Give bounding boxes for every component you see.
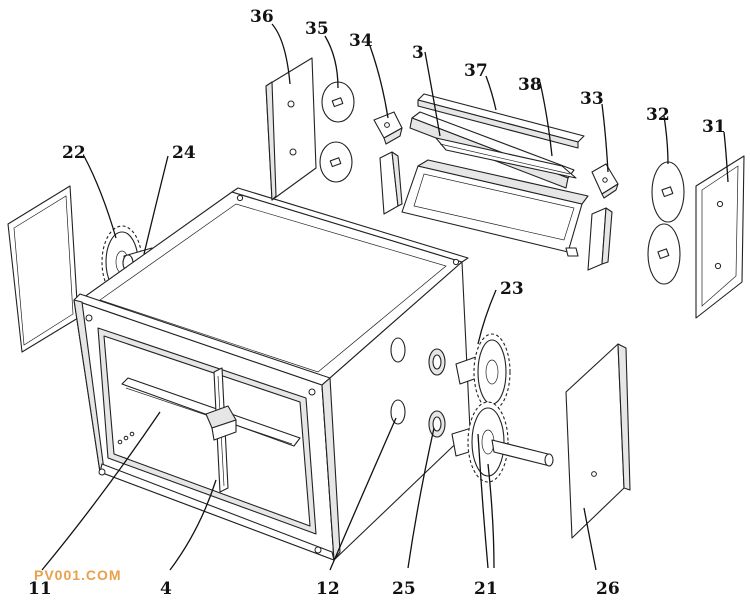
leader-34 [369, 45, 389, 119]
label-25: 25 [392, 579, 416, 599]
label-21: 21 [474, 579, 498, 599]
callout-labels: 36 35 34 3 37 38 33 32 31 22 24 23 11 4 … [28, 7, 726, 599]
watermark-text: PV001.COM [34, 567, 122, 583]
label-35: 35 [305, 19, 329, 39]
label-24: 24 [172, 143, 196, 163]
label-12: 12 [316, 579, 340, 599]
leader-22 [83, 155, 117, 239]
leader-32 [663, 115, 669, 165]
channel-3 [401, 111, 589, 257]
discs-32 [647, 161, 685, 285]
label-36: 36 [250, 7, 274, 27]
leader-21b [487, 463, 495, 569]
label-31: 31 [702, 117, 726, 137]
label-23: 23 [500, 279, 524, 299]
label-34: 34 [349, 31, 373, 51]
leader-37 [485, 75, 497, 111]
leader-11 [41, 411, 161, 571]
label-32: 32 [646, 105, 670, 125]
leader-3 [424, 51, 441, 137]
gear-23 [455, 333, 511, 411]
label-4: 4 [160, 579, 172, 599]
label-26: 26 [596, 579, 620, 599]
leader-25 [407, 427, 435, 569]
blocks-34 [373, 111, 403, 215]
leader-lines [41, 23, 729, 571]
discs-35 [319, 81, 355, 183]
plate-36 [265, 57, 317, 201]
leader-4 [169, 479, 217, 571]
label-11: 11 [28, 579, 52, 599]
label-38: 38 [518, 75, 542, 95]
leader-31 [723, 131, 729, 183]
label-33: 33 [580, 89, 604, 109]
blocks-33 [587, 163, 619, 271]
leader-35 [324, 35, 339, 89]
main-box-frame [73, 187, 471, 561]
label-22: 22 [62, 143, 86, 163]
leader-21a [477, 433, 489, 569]
rail-38 [435, 137, 577, 179]
label-37: 37 [464, 61, 488, 81]
leader-36 [271, 23, 291, 85]
side-plate-26 [565, 343, 631, 539]
leader-12 [329, 417, 397, 571]
label-3: 3 [412, 43, 424, 63]
leader-26 [583, 507, 597, 571]
cross-slide-4 [121, 367, 301, 493]
leader-24 [143, 155, 169, 255]
leader-23 [477, 289, 497, 345]
leader-33 [601, 103, 609, 173]
plate-31 [695, 155, 745, 319]
left-side-plate [7, 185, 79, 353]
rail-37 [417, 93, 585, 149]
leader-38 [539, 81, 553, 157]
